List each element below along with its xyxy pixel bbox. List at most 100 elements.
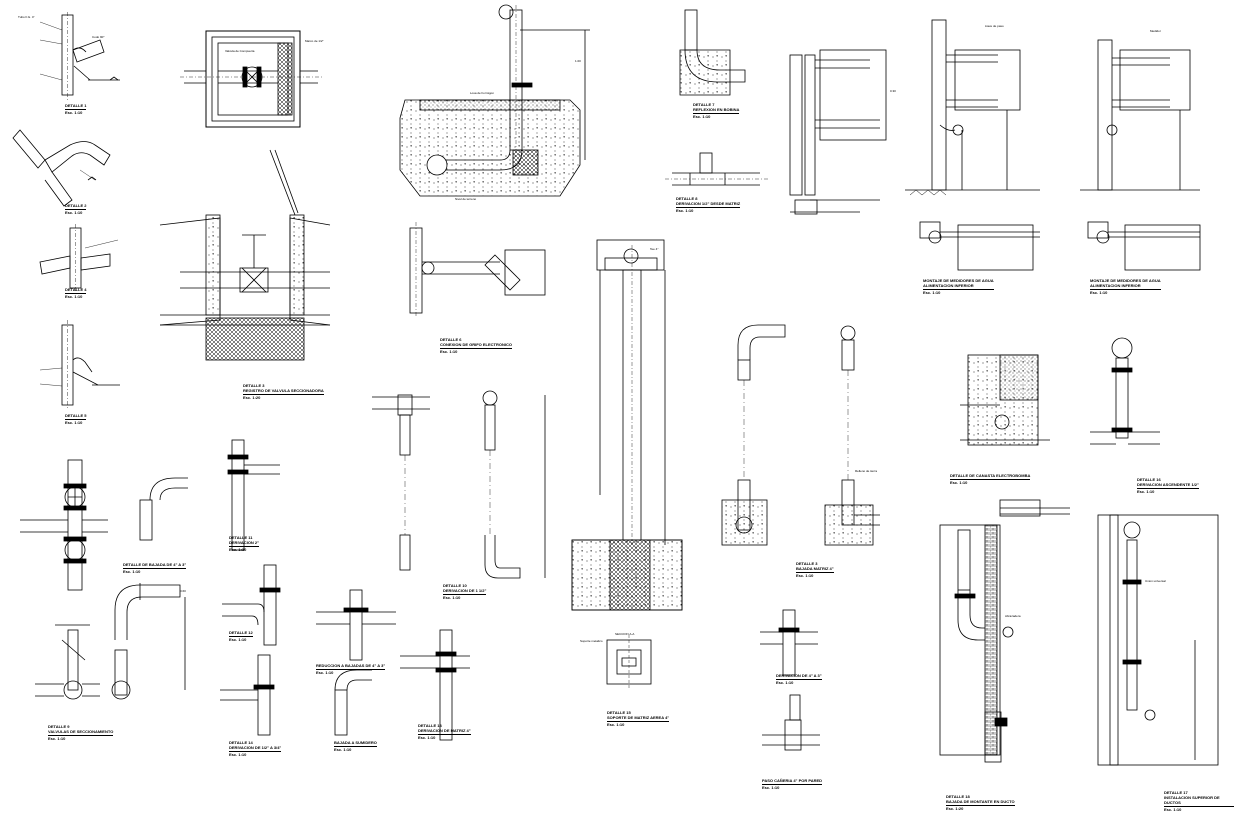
annotation-label: SECCION A-A [615,632,635,636]
caption-scale: Esc. 1:10 [123,568,141,574]
caption-subtitle: DERIVACION DE 1/2" A 3/4" [229,745,282,752]
caption-detail-7: DETALLE 7 REFLEXION EN BOBINA Esc. 1:10 [693,102,740,119]
caption-scale: Esc. 1:10 [65,419,83,425]
caption-scale: Esc. 1:10 [776,679,794,685]
caption-title: DETALLE 1 [65,103,87,110]
caption-bajada: DETALLE DE BAJADA DE 4" A 3" Esc. 1:10 [123,562,187,574]
caption-title: DERIVACION DE 4" A 3" [776,673,822,680]
caption-subtitle: DERIVACION ASCENDENTE 1/2" [1137,482,1199,489]
branch-drawings-group [139,439,470,741]
meter-assembly-2-drawing [1080,39,1201,271]
main-riser-drawing [571,239,683,690]
caption-scale: Esc. 1:10 [65,209,83,215]
caption-scale: Esc. 1:10 [229,636,247,642]
caption-title: DETALLE 5 [65,413,87,420]
caption-scale: Esc. 1:10 [607,721,625,727]
detail-1-drawing [39,12,120,100]
detail-bottom-centre-drawing [760,609,820,751]
caption-detail-17: DETALLE 17 INSTALACION SUPERIOR DE DUCTO… [1164,790,1234,812]
caption-scale: Esc. 1:10 [334,746,352,752]
caption-detail-4: DETALLE 4 Esc. 1:10 [65,287,87,299]
caption-title: DETALLE 16 [1137,477,1161,482]
caption-scale: Esc. 1:10 [1090,289,1108,295]
caption-title: BAJADA A SUMIDERO [334,740,377,747]
caption-detail-2: DETALLE 2 Esc. 1:10 [65,203,87,215]
caption-scale: Esc. 1:10 [676,207,694,213]
caption-title: DETALLE 6 [440,337,462,342]
caption-detail-5: DETALLE 5 Esc. 1:10 [65,413,87,425]
detail-4-drawing [39,224,119,292]
caption-scale: Esc. 1:10 [762,784,780,790]
caption-title: DETALLE 11 [229,535,253,540]
caption-subtitle: ALIMENTACION INFERIOR [1090,283,1161,290]
valve-chamber-section-drawing [159,149,331,361]
caption-title: DETALLE 8 [676,196,698,201]
tank-connection-section-drawing [399,4,590,197]
caption-title: DETALLE DE CANASTA ELECTROBOMBA [950,473,1031,480]
caption-detail-18: DETALLE 18 BAJADA DE MONTANTE EN DUCTO E… [946,794,1015,811]
caption-title: DETALLE 7 [693,102,715,107]
detail-18-shaft-drawing [939,499,1070,763]
caption-scale: Esc. 1:10 [418,734,436,740]
caption-canasta: DETALLE DE CANASTA ELECTROBOMBA Esc. 1:1… [950,473,1031,485]
annotation-label: Relleno de tierra [855,469,878,473]
annotation-label: Union universal [1145,579,1166,583]
caption-scale: Esc. 1:10 [1164,806,1182,812]
annotation-label: Abrazadera [1005,614,1021,618]
annotation-label: Nivel de terreno [455,197,477,201]
caption-scale: Esc. 1:10 [316,669,334,675]
caption-scale: Esc. 1:20 [243,394,261,400]
caption-scale: Esc. 1:10 [950,479,968,485]
annotation-label: Llave de paso [985,24,1004,28]
annotation-label: Codo 90° [92,35,105,39]
caption-title: REDUCCION A BAJADAS DE 4" A 3" [316,663,386,670]
caption-subtitle: REFLEXION EN BOBINA [693,107,740,114]
caption-detail-1: DETALLE 1 Esc. 1:10 [65,103,87,115]
caption-title: DETALLE 17 [1164,790,1188,795]
wall-riser-drawing [789,49,887,215]
caption-tubo-pared: PASO CAÑERIA 4" POR PARED Esc. 1:10 [762,778,823,790]
caption-scale: Esc. 1:10 [440,348,458,354]
caption-detail-10: DETALLE 10 DERIVACION DE 1 1/2" Esc. 1:1… [443,583,487,600]
detail-9-valves-drawing [20,459,108,591]
caption-subtitle: DERIVACION DE 1 1/2" [443,588,487,595]
caption-detail-13: DETALLE 13 DERIVACION DE MATRIZ 4" Esc. … [418,723,471,740]
caption-detail-11: DETALLE 11 DERIVACION 2" Esc. 1:10 [229,535,260,552]
caption-bajada-sumidero: BAJADA A SUMIDERO Esc. 1:10 [334,740,377,752]
dimension-label: 0.60 [180,589,186,593]
detail-17-drawing [1097,514,1219,766]
caption-detail-12: DETALLE 12 Esc. 1:10 [229,630,253,642]
caption-title: DETALLE 12 [229,630,253,637]
annotation-label: Medidor [1150,29,1161,33]
annotation-label: Tubo F.G. 4" [18,15,35,19]
caption-title: DETALLE 18 [946,794,970,799]
caption-detail-8: DETALLE 8 DERIVACION 1/2" DESDE MATRIZ E… [676,196,741,213]
caption-subtitle: ALIMENTACION INFERIOR [923,283,994,290]
detail-2-drawing [12,129,111,207]
caption-title: DETALLE 4 [65,287,87,294]
caption-title: MONTAJE DE MEDIDORES DE AGUA [1090,278,1161,283]
caption-scale: Esc. 1:10 [923,289,941,295]
dimension-label: 1.00 [575,59,581,63]
caption-scale: Esc. 1:10 [65,109,83,115]
caption-subtitle: BAJADA MATRIZ 4" [796,566,834,573]
detail-bajada-drawing [111,583,186,700]
detail-16-drawing [1090,337,1160,445]
annotation-label: Tee 4" [650,247,659,251]
caption-subtitle: DERIVACION 1/2" DESDE MATRIZ [676,201,741,208]
caption-subtitle: DERIVACION DE MATRIZ 4" [418,728,471,735]
annotation-label: Valvula de Compuerta [225,49,255,53]
detail-5-drawing [39,320,120,410]
caption-title: DETALLE DE BAJADA DE 4" A 3" [123,562,187,569]
pump-basket-drawing [960,354,1050,446]
gate-valve-drawing [35,624,100,700]
caption-title: DETALLE 3 [243,383,265,388]
caption-subtitle: DERIVACION 2" [229,540,260,547]
caption-detail-14: DETALLE 14 DERIVACION DE 1/2" A 3/4" Esc… [229,740,282,757]
caption-subtitle: SOPORTE DE MATRIZ AEREA 4" [607,715,670,722]
caption-soporte: DETALLE 15 SOPORTE DE MATRIZ AEREA 4" Es… [607,710,670,727]
caption-scale: Esc. 1:10 [693,113,711,119]
caption-title: DETALLE 13 [418,723,442,728]
caption-meter-1: MONTAJE DE MEDIDORES DE AGUA ALIMENTACIO… [923,278,994,295]
